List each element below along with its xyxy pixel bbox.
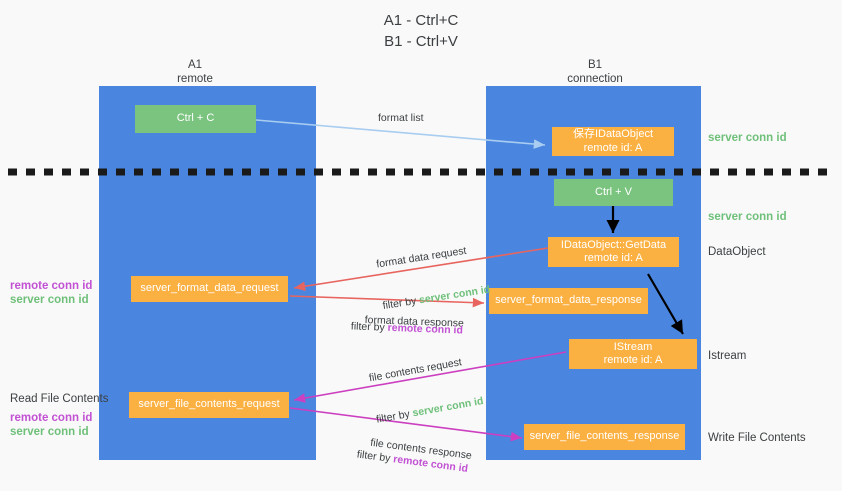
edge-file-contents-request	[293, 351, 567, 403]
label-read-file-contents: Read File Contents	[10, 393, 109, 405]
label-server-conn-id-right-1: server conn id	[708, 132, 787, 144]
lane-header-a1: A1 remote	[177, 59, 213, 85]
box-server-file-contents-request[interactable]: server_file_contents_request	[129, 392, 289, 418]
label-istream: Istream	[708, 350, 747, 362]
edge-format-data-request	[293, 247, 549, 291]
label-remote-conn-id-left-2: remote conn id	[10, 412, 93, 424]
edge-format-data-response	[289, 295, 485, 308]
label-server-conn-id-right-2: server conn id	[708, 211, 787, 223]
edge-file-contents-response	[289, 407, 523, 442]
label-dataobject: DataObject	[708, 246, 766, 258]
diagram-title: A1 - Ctrl+C B1 - Ctrl+V	[383, 12, 459, 50]
label-server-conn-id-left-1: server conn id	[10, 294, 89, 306]
box-istream[interactable]: IStream remote id: A	[569, 339, 697, 369]
edge-format-list	[255, 119, 546, 149]
edge-label-file-contents-request-title: file contents request	[368, 356, 463, 385]
lane-header-b1: B1 connection	[567, 59, 623, 85]
box-server-format-data-request[interactable]: server_format_data_request	[131, 276, 288, 302]
edge-getdata-to-istream	[647, 273, 684, 335]
edge-label-format-data-request-title: format data request	[375, 244, 468, 271]
edge-label-format-list: format list	[378, 112, 424, 124]
box-server-format-data-response[interactable]: server_format_data_response	[489, 288, 648, 314]
label-server-conn-id-left-2: server conn id	[10, 426, 89, 438]
label-remote-conn-id-left-1: remote conn id	[10, 280, 93, 292]
label-write-file-contents: Write File Contents	[708, 432, 806, 444]
box-idataobject-getdata[interactable]: IDataObject::GetData remote id: A	[548, 237, 679, 267]
box-ctrl-c[interactable]: Ctrl + C	[135, 105, 256, 133]
box-save-idataobject[interactable]: 保存IDataObject remote id: A	[552, 127, 674, 156]
box-server-file-contents-response[interactable]: server_file_contents_response	[524, 424, 685, 450]
box-ctrl-v[interactable]: Ctrl + V	[554, 179, 673, 206]
